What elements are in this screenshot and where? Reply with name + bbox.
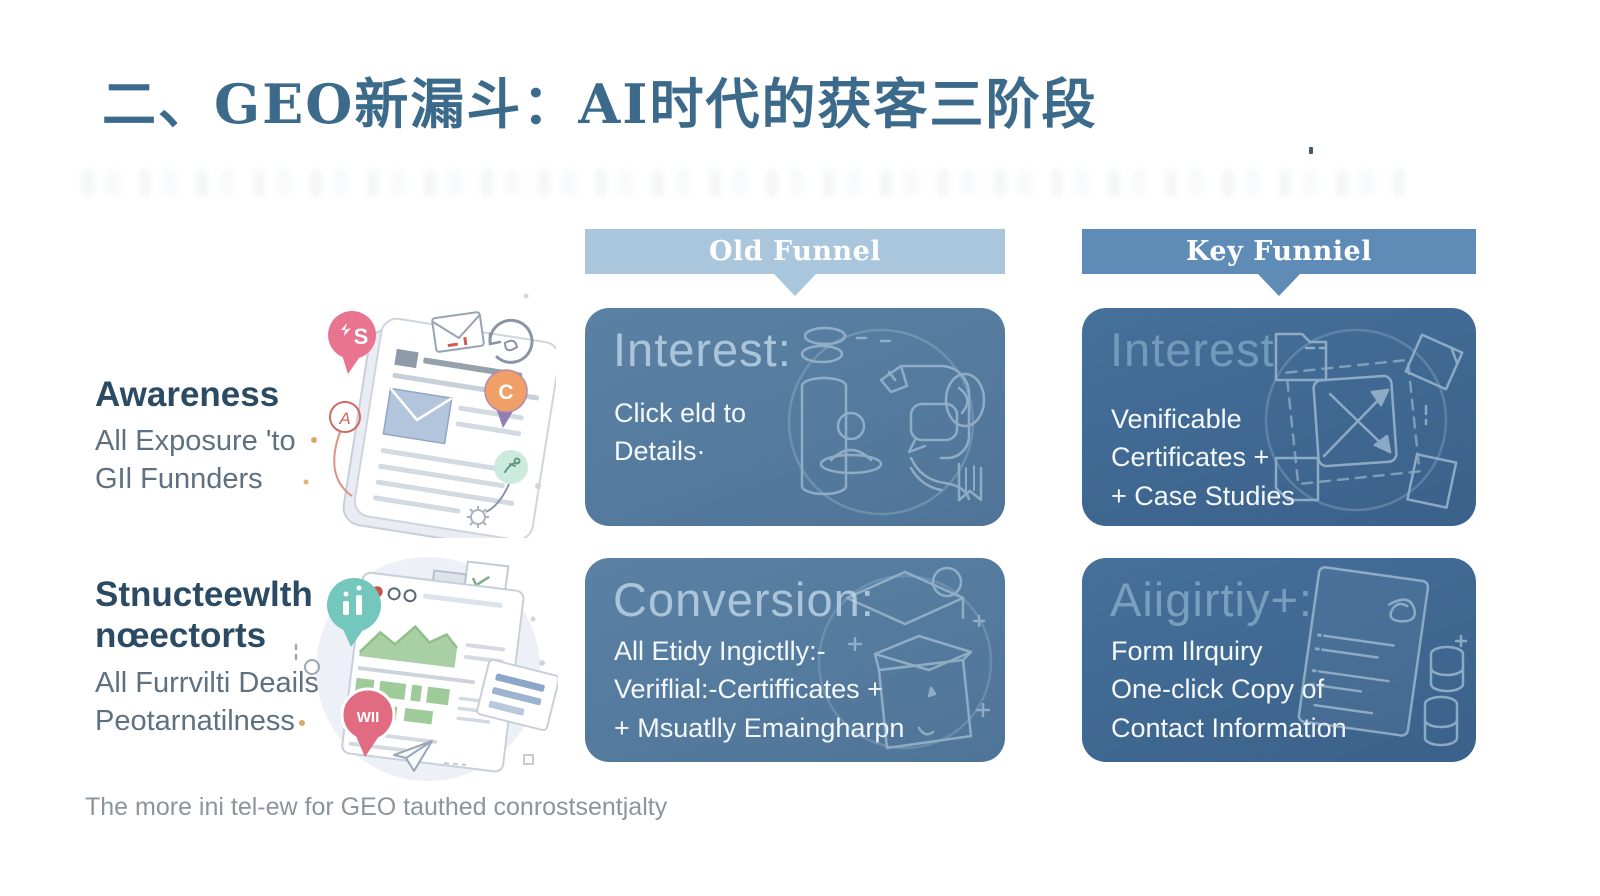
- column-header-old-funnel-label: Old Funnel: [708, 236, 882, 267]
- stage2-description-line2: Peotarnatilness: [95, 705, 295, 738]
- box-key-funnel-agility: Aiigirtiy+: Form Ilrquiry One-click Copy…: [1082, 558, 1476, 762]
- box-body-line2: Details·: [614, 436, 706, 467]
- column-header-key-funnel-label: Key Funniel: [1186, 236, 1372, 267]
- page-title: 二、GEO新漏斗：AI时代的获客三阶段: [102, 72, 1098, 136]
- speck-artifact: [1309, 147, 1313, 154]
- document-with-notification-bubbles-icon: S A C: [303, 293, 561, 549]
- bubble-c-label: C: [498, 381, 513, 404]
- box-body-line3: + Case Studies: [1111, 480, 1295, 511]
- box-old-funnel-interest: Interest: Click eld to Details·: [585, 308, 1005, 526]
- stage2-description: All Furrvilti Deails: Peotarnatilness: [95, 664, 327, 741]
- analytics-browser-with-bubbles-icon: WII: [294, 557, 560, 781]
- box-body-line1: Form Ilrquiry: [1111, 636, 1263, 666]
- stage1-description-line1: All Exposure 'to: [95, 425, 296, 457]
- ghost-text-artifact: [82, 170, 1412, 196]
- box-body-line1: Venificable: [1111, 404, 1242, 434]
- stage2-description-line1: All Furrvilti Deails:: [95, 667, 328, 699]
- stage1-heading: Awareness: [95, 375, 280, 414]
- bubble-wii-label: WII: [357, 709, 380, 726]
- box-body: All Etidy Ingictlly:- Veriflial:-Certiff…: [614, 632, 904, 747]
- box-body: Form Ilrquiry One-click Copy of Contact …: [1111, 632, 1347, 747]
- customer-listening-flow-icon: [787, 326, 986, 516]
- column-header-key-funnel: Key Funniel: [1082, 229, 1476, 296]
- footer-caption: The more ini tel-ew for GEO tauthed conr…: [85, 793, 668, 821]
- box-body-line2: Certificates +: [1111, 442, 1270, 473]
- box-key-funnel-interest: Interest Venificable Certificates + + Ca…: [1082, 308, 1476, 526]
- stage1-description-line2: GIl Funnders: [95, 463, 263, 496]
- box-body-line3: Contact Information: [1111, 712, 1347, 743]
- box-body: Click eld to Details·: [614, 394, 746, 471]
- box-body-line3: + Msuatlly Emaingharpn: [614, 712, 905, 743]
- box-body-line2: One-click Copy of: [1111, 674, 1325, 705]
- box-old-funnel-conversion: Conversion: All Etidy Ingictlly:- Verifl…: [585, 558, 1005, 762]
- box-title: Conversion:: [613, 573, 875, 626]
- pointer-down-icon: [1258, 274, 1300, 296]
- pointer-down-icon: [774, 274, 816, 296]
- bubble-s-label: S: [354, 324, 369, 349]
- stage1-description: All Exposure 'to GIl Funnders: [95, 422, 296, 499]
- box-title: Interest:: [613, 323, 792, 376]
- stage2-heading: Stnucteewlth nœectorts: [95, 574, 313, 657]
- awareness-illustration: S A C: [298, 280, 561, 549]
- structured-illustration: WII: [290, 543, 560, 796]
- box-body: Venificable Certificates + + Case Studie…: [1111, 400, 1295, 515]
- bubble-a-label: A: [338, 409, 350, 428]
- stage2-heading-line2: nœectorts: [95, 616, 267, 656]
- box-body-line1: Click eld to: [614, 398, 747, 428]
- stage2-heading-line1: Stnucteewlth: [95, 575, 313, 614]
- box-title: Interest: [1110, 323, 1275, 376]
- box-body-line2: Veriflial:-Certifficates +: [614, 674, 883, 705]
- box-body-line1: All Etidy Ingictlly:-: [614, 636, 826, 666]
- box-title: Aiigirtiy+:: [1110, 573, 1313, 626]
- column-header-old-funnel: Old Funnel: [585, 229, 1005, 296]
